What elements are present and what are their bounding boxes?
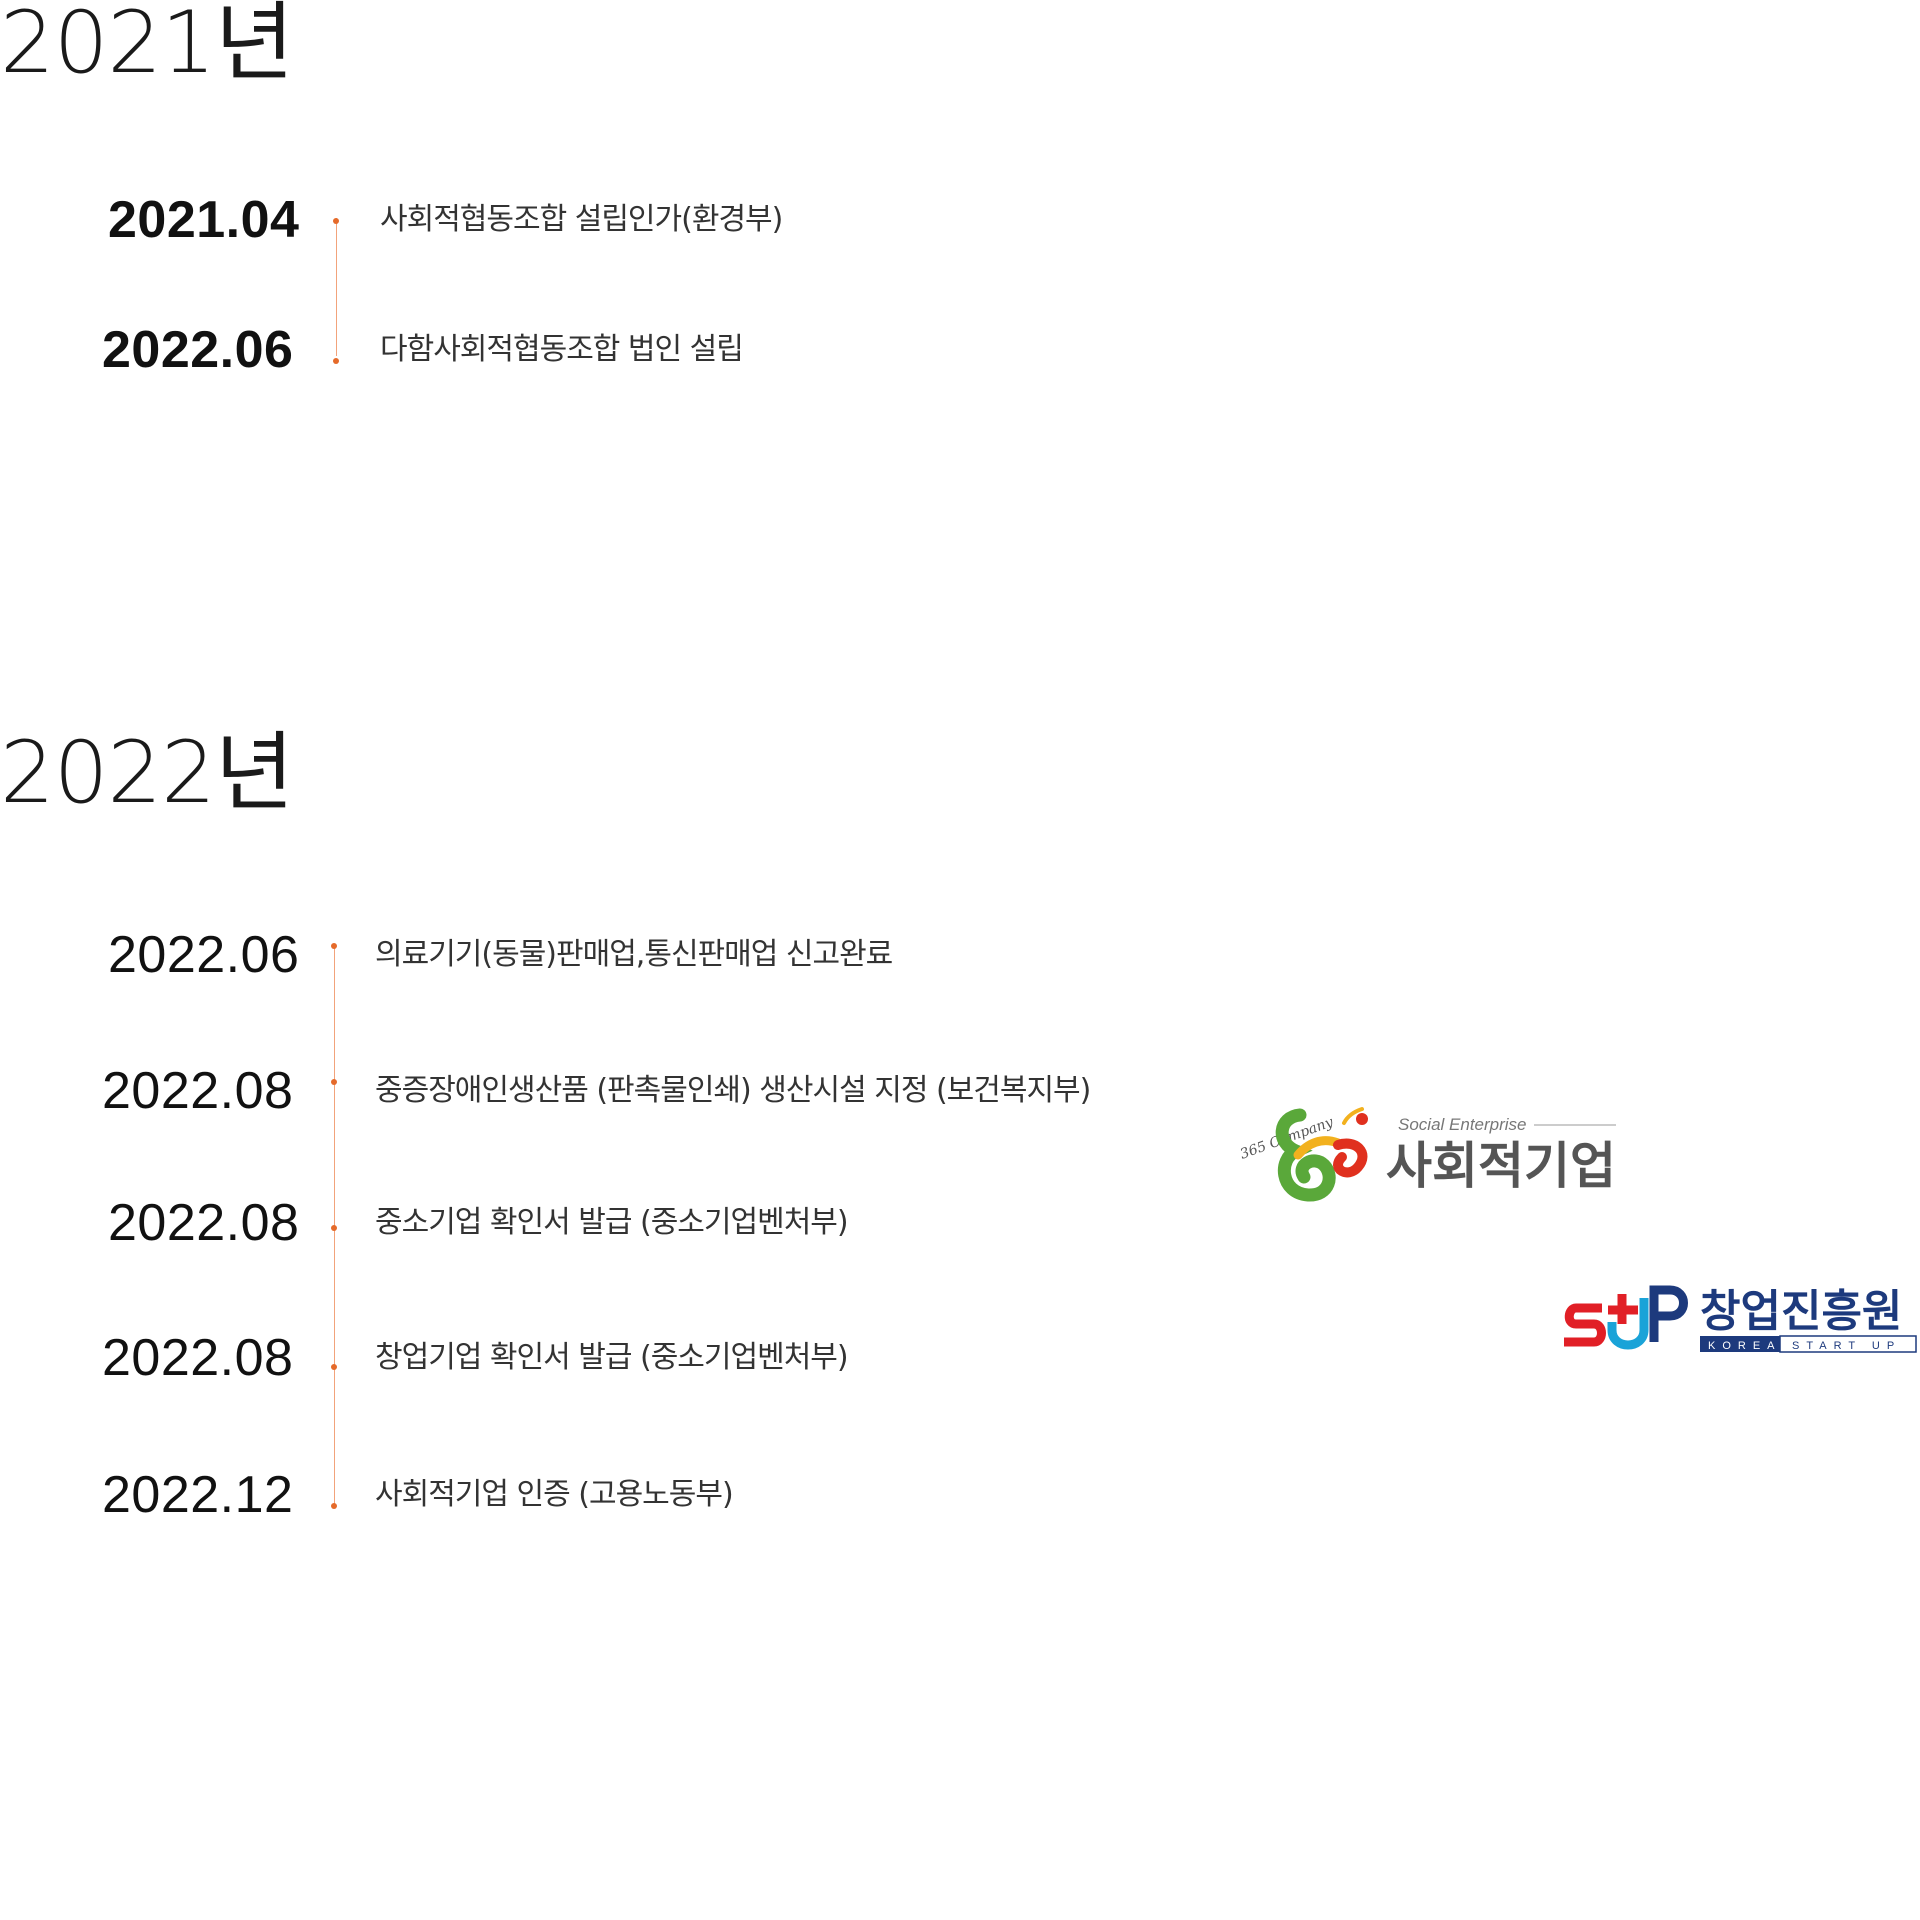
stup-tag-right-bg [1779, 1335, 1917, 1353]
stup-mark-u [1607, 1298, 1649, 1350]
se-mark-yellow [1293, 1136, 1343, 1160]
timeline-entry: 2022.08 창업기업 확인서 발급 (중소기업벤처부) [0, 1328, 1200, 1388]
entry-date: 2022.06 [108, 926, 300, 984]
timeline-entry: 2022.06 다함사회적협동조합 법인 설립 [0, 320, 1200, 380]
entry-date: 2021.04 [108, 191, 300, 249]
timeline-entry: 2022.12 사회적기업 인증 (고용노동부) [0, 1465, 1200, 1525]
entry-description: 사회적기업 인증 (고용노동부) [375, 1477, 734, 1512]
entry-date: 2022.12 [102, 1466, 294, 1524]
entry-description: 중소기업 확인서 발급 (중소기업벤처부) [375, 1205, 849, 1240]
social-enterprise-logo: 365 Company Social Enterprise 사회적기업 [1238, 1107, 1616, 1202]
entry-description: 창업기업 확인서 발급 (중소기업벤처부) [375, 1340, 849, 1375]
stup-tag-left: KOREA [1708, 1340, 1782, 1352]
timeline-line [336, 218, 337, 356]
timeline-dot [331, 1225, 337, 1231]
stup-logo: 창업진흥원 KOREA START UP [1564, 1285, 1917, 1353]
entry-description: 다함사회적협동조합 법인 설립 [380, 332, 744, 367]
timeline-dot [331, 943, 337, 949]
stup-name: 창업진흥원 [1700, 1286, 1902, 1337]
timeline-2022: 2022.06 의료기기(동물)판매업,통신판매업 신고완료 2022.08 중… [0, 925, 1200, 1545]
timeline-entry: 2021.04 사회적협동조합 설립인가(환경부) [0, 190, 1200, 250]
entry-date: 2022.08 [102, 1329, 294, 1387]
social-enterprise-name: 사회적기업 [1386, 1137, 1616, 1195]
timeline-dot [331, 1503, 337, 1509]
year-title-2021: 2021년 [0, 0, 294, 93]
stup-mark-s [1564, 1303, 1606, 1347]
se-mark-green [1275, 1108, 1336, 1202]
year-title-2022: 2022년 [0, 723, 294, 823]
stup-tag-left-bg [1700, 1336, 1780, 1352]
stup-mark-p [1649, 1285, 1688, 1342]
entry-description: 중증장애인생산품 (판촉물인쇄) 생산시설 지정 (보건복지부) [375, 1073, 1091, 1108]
timeline-dot [333, 358, 339, 364]
timeline-entry: 2022.06 의료기기(동물)판매업,통신판매업 신고완료 [0, 925, 1200, 985]
entry-date: 2022.06 [102, 321, 294, 379]
timeline-dot [331, 1079, 337, 1085]
se-mark-red [1333, 1138, 1368, 1178]
entry-date: 2022.08 [102, 1062, 294, 1120]
se-mark-accent [1342, 1107, 1364, 1125]
social-enterprise-subtitle: Social Enterprise [1398, 1115, 1527, 1134]
entry-date: 2022.08 [108, 1194, 300, 1252]
timeline-dot [331, 1364, 337, 1370]
stup-tag-right: START UP [1792, 1340, 1901, 1352]
se-mark-dot [1356, 1113, 1368, 1125]
timeline-2021: 2021.04 사회적협동조합 설립인가(환경부) 2022.06 다함사회적협… [0, 190, 1200, 390]
timeline-entry: 2022.08 중증장애인생산품 (판촉물인쇄) 생산시설 지정 (보건복지부) [0, 1061, 1200, 1121]
entry-description: 의료기기(동물)판매업,통신판매업 신고완료 [375, 937, 893, 972]
timeline-entry: 2022.08 중소기업 확인서 발급 (중소기업벤처부) [0, 1193, 1200, 1253]
timeline-dot [333, 218, 339, 224]
entry-description: 사회적협동조합 설립인가(환경부) [380, 202, 783, 237]
